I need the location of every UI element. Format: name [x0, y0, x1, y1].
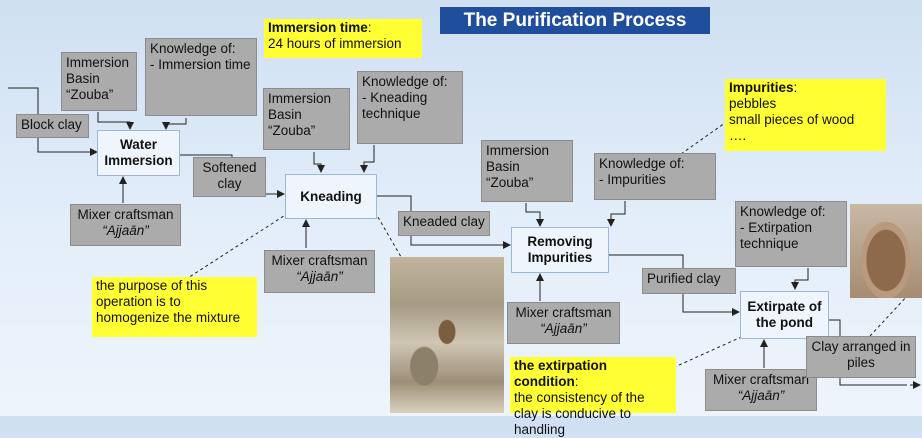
note-impurities-heading: Impurities: [729, 80, 882, 96]
flow-label-kneaded-clay: Kneaded clay [398, 211, 490, 236]
flow-label-block-clay: Block clay [16, 114, 89, 138]
process-extirpate: Extirpate of the pond [740, 291, 829, 339]
diagram-title: The Purification Process [440, 7, 710, 34]
kneading-photo [390, 257, 504, 413]
dashed-line-pile-photo [869, 279, 922, 337]
mixer-label: Mixer craftsman [271, 253, 368, 268]
process-water-immersion: Water Immersion [97, 130, 180, 176]
resource-mixer-2: Mixer craftsman “Ajjaān” [264, 250, 375, 293]
flow-label-clay-piles: Clay arranged in piles [806, 336, 916, 378]
resource-mixer-3: Mixer craftsman “Ajjaān” [507, 302, 620, 344]
resource-knowledge-impurities: Knowledge of: - Impurities [594, 153, 716, 200]
mixer-name: “Ajjaān” [102, 222, 149, 238]
flow-label-softened-clay: Softened clay [193, 157, 266, 197]
resource-basin-1: Immersion Basin “Zouba” [61, 52, 137, 111]
resource-basin-2: Immersion Basin “Zouba” [263, 88, 350, 150]
arrow-basin-3 [525, 203, 544, 227]
note-impurities: Impurities: pebbles small pieces of wood… [725, 79, 886, 151]
mixer-name: “Ajjaān” [296, 268, 343, 284]
note-immersion-heading: Immersion time: [268, 20, 418, 36]
note-extirpation-heading: the extirpation condition: [514, 358, 672, 390]
resource-mixer-4: Mixer craftsman “Ajjaān” [705, 369, 817, 411]
dashed-line-impurities [680, 117, 733, 155]
mixer-label: Mixer craftsman [77, 207, 174, 222]
arrow-knowledge-impurities [607, 201, 626, 227]
note-purpose: the purpose of this operation is to homo… [92, 277, 257, 337]
dashed-line-extirpation [667, 333, 749, 371]
note-impurities-body: pebbles small pieces of wood …. [729, 95, 855, 143]
note-immersion-body: 24 hours of immersion [268, 35, 402, 51]
note-extirpation-condition: the extirpation condition: the consisten… [510, 357, 676, 437]
resource-mixer-1: Mixer craftsman “Ajjaān” [70, 204, 181, 246]
dashed-line-kneading-photo [374, 211, 405, 263]
arrow-knowledge-kneading [360, 145, 375, 173]
process-kneading: Kneading [285, 174, 377, 219]
resource-knowledge-immersion: Knowledge of: - Immersion time [145, 38, 257, 116]
resource-basin-3: Immersion Basin “Zouba” [481, 140, 573, 202]
mixer-name: “Ajjaān” [737, 387, 785, 403]
diagram-canvas: The Purification Process Water Immersion… [8, 7, 922, 437]
note-immersion-colon: : [367, 20, 372, 35]
note-immersion-time: Immersion time: 24 hours of immersion [264, 19, 422, 58]
mixer-label: Mixer craftsman [515, 305, 612, 320]
note-extirpation-title: the extirpation condition [514, 358, 608, 389]
resource-knowledge-kneading: Knowledge of: - Kneading technique [357, 71, 463, 144]
note-impurities-title: Impurities [729, 80, 794, 95]
arrow-basin-2 [313, 152, 325, 173]
flow-label-purified-clay: Purified clay [642, 268, 736, 294]
arrow-knowledge-immersion [162, 118, 187, 130]
note-immersion-title: Immersion time [268, 20, 368, 35]
resource-knowledge-extirpation: Knowledge of: - Extirpation technique [735, 201, 847, 267]
mixer-label: Mixer craftsman [712, 372, 810, 387]
arrow-basin-1 [97, 112, 134, 130]
mixer-name: “Ajjaān” [540, 320, 587, 336]
note-impurities-colon: : [793, 80, 798, 95]
note-extirpation-colon: : [574, 373, 579, 389]
arrow-knowledge-extirpation [791, 268, 809, 290]
process-removing-impurities: Removing Impurities [511, 227, 609, 273]
clay-pile-photo [850, 204, 922, 298]
note-extirpation-body: the consistency of the clay is conducive… [514, 389, 645, 437]
